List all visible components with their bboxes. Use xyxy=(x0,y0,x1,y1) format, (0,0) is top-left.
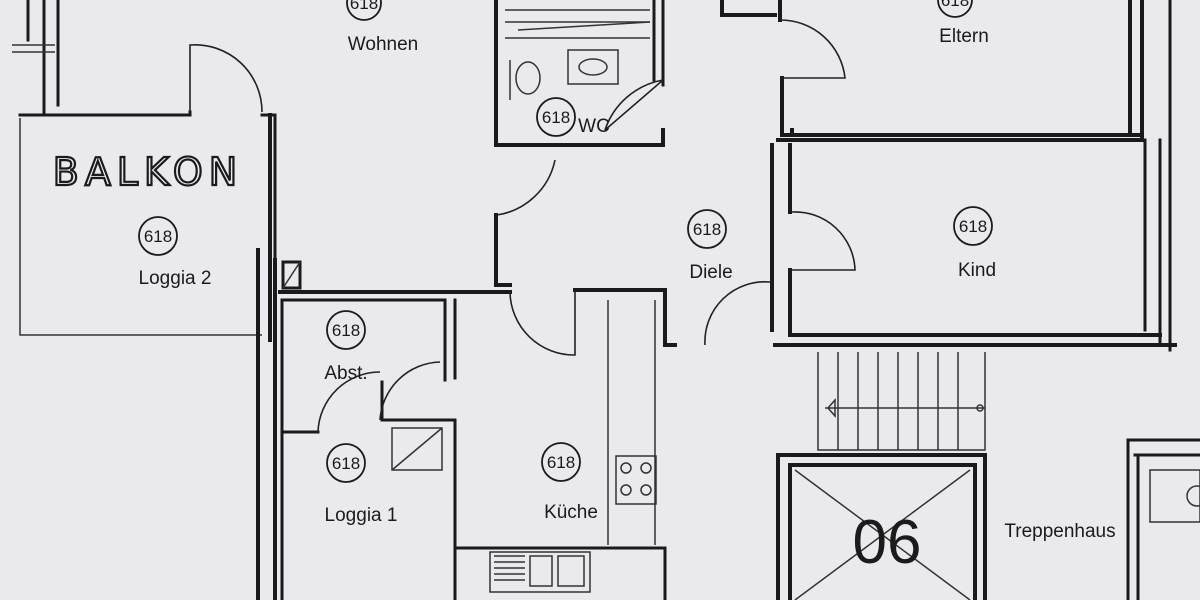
room-abst: 618 Abst. xyxy=(324,310,368,384)
room-treppenhaus: 06 Treppenhaus xyxy=(853,508,1116,577)
room-name: Kind xyxy=(958,260,996,281)
wc-sink-bowl xyxy=(578,58,608,76)
room-number: 618 xyxy=(350,0,378,13)
elevator-cross xyxy=(794,469,971,600)
burner xyxy=(640,484,652,496)
room-number: 618 xyxy=(542,108,570,127)
room-wohnen: 618 Wohnen xyxy=(346,0,418,55)
room-number-badge xyxy=(953,206,993,246)
sink-bowl-1 xyxy=(529,555,553,587)
room-number: 618 xyxy=(332,321,360,340)
left-exterior-wall xyxy=(26,0,60,114)
right-fixture xyxy=(1149,469,1200,523)
abst-right-wall xyxy=(443,298,457,382)
right-exterior-wall xyxy=(1143,0,1172,352)
door-loggia2 xyxy=(189,44,263,113)
room-number: 618 xyxy=(693,220,721,239)
kind-walls xyxy=(776,138,1162,337)
stove xyxy=(615,455,657,505)
wc-right-wall xyxy=(652,0,665,87)
drainboard xyxy=(494,555,525,581)
shaft xyxy=(281,260,302,290)
room-number: 618 xyxy=(959,217,987,236)
stair-number: 06 xyxy=(853,508,922,577)
left-window xyxy=(12,44,55,53)
room-name: Eltern xyxy=(939,26,989,47)
room-name: WC xyxy=(578,116,610,137)
door-abst xyxy=(317,371,381,433)
room-number-badge xyxy=(687,209,727,249)
burner xyxy=(620,484,632,496)
door-kueche xyxy=(509,290,576,356)
corridor-right-wall xyxy=(770,143,1177,347)
eltern-door-wall xyxy=(720,0,782,22)
room-number-badge xyxy=(326,310,366,350)
kueche-top-wall xyxy=(573,288,677,347)
room-loggia1: 618 Loggia 1 xyxy=(325,443,398,526)
kueche-counter xyxy=(607,300,656,545)
room-kind: 618 Kind xyxy=(953,206,996,281)
room-name: Küche xyxy=(544,502,598,523)
room-number-badge xyxy=(541,442,581,482)
room-diele: 618 Diele xyxy=(687,209,733,283)
burner xyxy=(620,462,632,474)
right-room-fragment xyxy=(1126,438,1200,600)
wc-shower-diag xyxy=(517,21,651,31)
door-wc xyxy=(604,79,664,131)
door-diele xyxy=(704,280,771,346)
room-name: Abst. xyxy=(324,363,367,384)
room-number: 618 xyxy=(144,227,172,246)
shaft-diag xyxy=(282,261,301,289)
eltern-bottom-wall xyxy=(780,76,1142,137)
outer-left-wall xyxy=(256,248,277,600)
balkon-handwritten: BALKON xyxy=(53,150,243,194)
door-wohnen xyxy=(496,159,556,216)
duct xyxy=(391,427,443,471)
walls xyxy=(12,0,1200,600)
duct-diag xyxy=(391,427,443,471)
sink-bowl-2 xyxy=(557,555,585,587)
wc-shower xyxy=(505,9,650,100)
room-name: Loggia 1 xyxy=(325,505,398,526)
elevator-shaft xyxy=(776,453,987,600)
room-loggia2: 618 Loggia 2 xyxy=(138,216,212,289)
room-name: Wohnen xyxy=(348,34,418,55)
room-name: Treppenhaus xyxy=(1004,521,1115,542)
door-kind xyxy=(790,211,856,271)
room-name: Diele xyxy=(689,262,732,283)
room-number-badge xyxy=(326,443,366,483)
diele-left-wall xyxy=(278,213,512,294)
wc-walls xyxy=(494,0,665,147)
eltern-right-wall xyxy=(1128,0,1144,142)
door-eltern xyxy=(779,19,846,79)
wc-sink xyxy=(567,49,619,85)
kueche-bottom-wall xyxy=(453,546,667,600)
abst-walls xyxy=(280,298,457,600)
doors xyxy=(189,19,856,433)
kitchen-sink xyxy=(489,551,591,593)
right-fixture-bowl xyxy=(1186,485,1200,507)
room-name: Loggia 2 xyxy=(139,268,212,289)
burner xyxy=(640,462,652,474)
loggia2-outline xyxy=(19,118,262,336)
staircase xyxy=(817,352,986,451)
room-kueche: 618 Küche xyxy=(541,442,598,523)
room-number-badge xyxy=(138,216,178,256)
room-number: 618 xyxy=(332,454,360,473)
door-loggia1 xyxy=(379,361,441,421)
loggia2-top-wall xyxy=(18,110,277,342)
room-eltern: 618 Eltern xyxy=(937,0,989,47)
room-number-badge xyxy=(346,0,382,21)
room-wc: 618 WC xyxy=(536,97,610,137)
wc-toilet xyxy=(515,61,541,95)
room-number-badge xyxy=(536,97,576,137)
room-number: 618 xyxy=(547,453,575,472)
room-number-badge xyxy=(937,0,973,18)
room-number: 618 xyxy=(941,0,969,10)
